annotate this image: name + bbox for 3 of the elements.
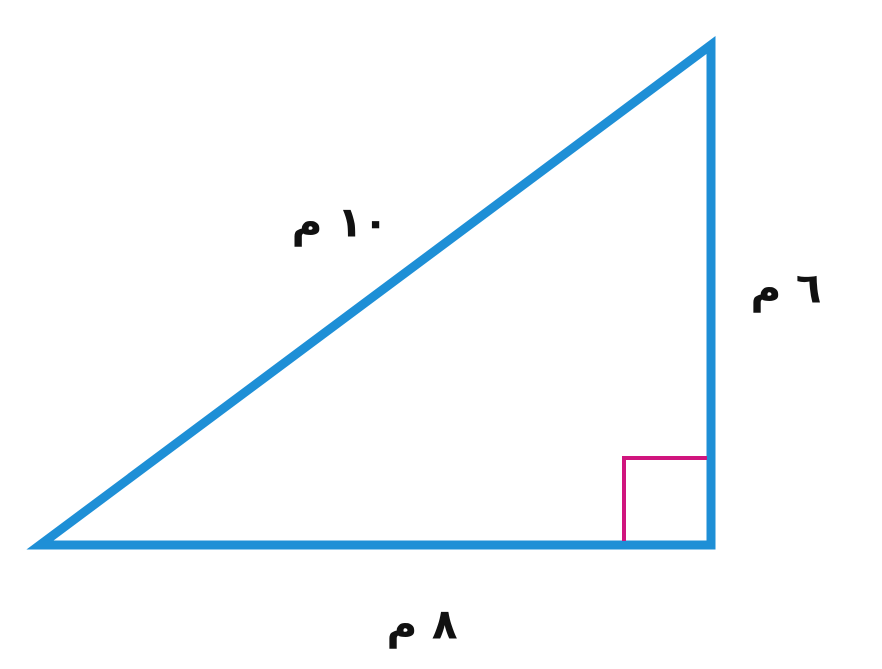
dimension-label: ٨ م xyxy=(386,600,458,648)
dimension-label: ١٠ م xyxy=(292,198,388,246)
dimension-label: ٦ م xyxy=(750,264,822,312)
